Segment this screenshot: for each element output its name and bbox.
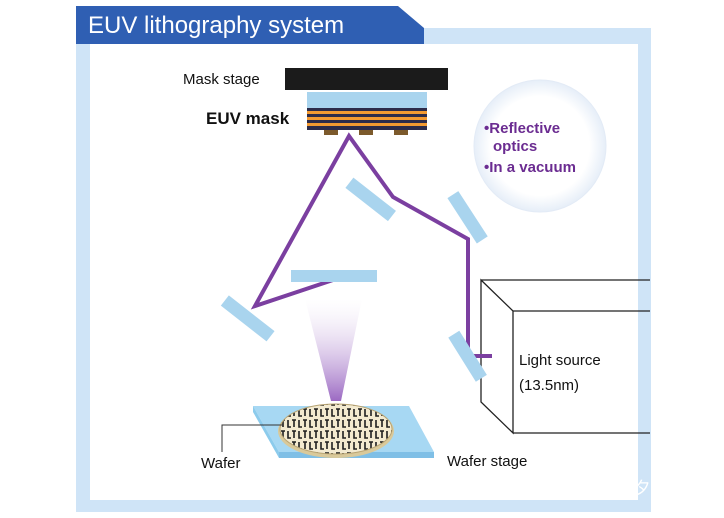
exposure-light-cone	[305, 299, 362, 401]
wafer-leader-line	[221, 424, 283, 452]
light-source-box	[480, 278, 650, 435]
wafer-label: Wafer	[201, 455, 240, 472]
mirror-collector	[448, 330, 487, 382]
euv-beam-path	[250, 132, 470, 359]
mask-stage	[285, 68, 448, 90]
wafer: LT	[278, 403, 394, 458]
mask-stage-label: Mask stage	[183, 71, 260, 88]
mirror-projection	[291, 270, 377, 282]
callout-bullet-vacuum: •In a vacuum	[484, 159, 576, 176]
optics-callout: •Reflective optics •In a vacuum	[473, 79, 607, 213]
mirror-upper-left	[345, 177, 396, 222]
callout-bullet-reflective: •Reflective	[484, 120, 560, 137]
light-source-label: Light source	[519, 352, 601, 369]
mirror-upper-right	[447, 191, 488, 244]
watermark: 知乎 @爱在七夕时	[526, 479, 667, 499]
wafer-stage-label: Wafer stage	[447, 453, 527, 470]
euv-mask	[307, 92, 427, 135]
diagram-title: EUV lithography system	[88, 12, 344, 39]
wavelength-label: (13.5nm)	[519, 377, 579, 394]
mirror-lower-left	[220, 295, 275, 342]
callout-optics: optics	[493, 138, 537, 155]
euv-mask-label: EUV mask	[206, 109, 290, 128]
title-bar: EUV lithography system	[76, 6, 424, 44]
